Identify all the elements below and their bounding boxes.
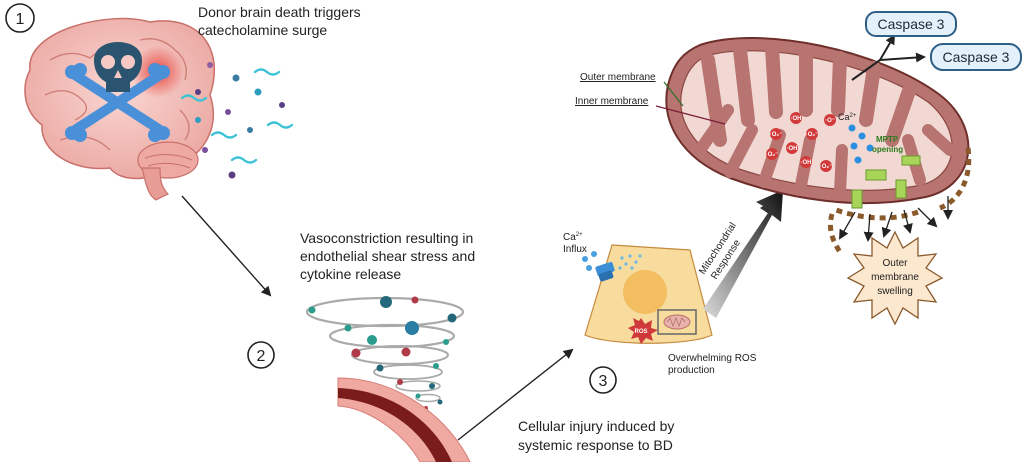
- svg-text:3: 3: [599, 373, 608, 390]
- svg-text:·OH: ·OH: [791, 116, 802, 122]
- step3-caption-line2: systemic response to BD: [518, 437, 673, 453]
- mitochondrion-illustration: [665, 37, 970, 205]
- caspase-arrows: [851, 34, 926, 81]
- step3-caption-line1: Cellular injury induced by: [518, 418, 674, 434]
- step2-caption-line2: endothelial shear stress and: [300, 248, 475, 264]
- svg-text:·O₂⁻: ·O₂⁻: [820, 164, 833, 170]
- svg-text:Ca2+: Ca2+: [563, 232, 583, 243]
- arrow-step2-to-step3: [457, 348, 574, 441]
- mito-calcium-ions: Ca2+: [838, 112, 874, 164]
- ruptured-membrane-dashes: [827, 147, 972, 254]
- svg-text:Influx: Influx: [563, 244, 587, 255]
- step2-number-badge: 2: [247, 341, 275, 369]
- svg-text:1: 1: [16, 11, 25, 28]
- caspase-3-badge-upper: Caspase 3: [865, 11, 957, 37]
- svg-text:swelling: swelling: [877, 286, 913, 297]
- ros-burst-badge: ROS: [628, 318, 658, 344]
- svg-text:Caspase 3: Caspase 3: [943, 49, 1010, 65]
- step1-caption-line1: Donor brain death triggers: [198, 4, 361, 20]
- skull-crossbones-icon: [65, 42, 170, 142]
- svg-text:membrane: membrane: [871, 272, 919, 283]
- cytokine-storm-illustration: [305, 296, 465, 410]
- svg-text:Ca2+: Ca2+: [838, 112, 857, 122]
- ros-production-line2: production: [668, 365, 715, 376]
- step1-caption-line2: catecholamine surge: [198, 22, 327, 38]
- svg-text:·O₂⁻: ·O₂⁻: [770, 132, 783, 138]
- step2-caption-line3: cytokine release: [300, 266, 401, 282]
- step1-number-badge: 1: [5, 3, 35, 33]
- ca-influx-label: Ca2+ Influx: [563, 232, 587, 255]
- step2-caption-line1: Vasoconstriction resulting in: [300, 230, 473, 246]
- svg-text:·O⁻: ·O⁻: [825, 118, 835, 124]
- reactive-oxygen-radicals: ·O₂⁻ ·OH ·O₂⁻ ·O⁻ ·O₂⁻ ·OH ·O₂⁻ ·OH: [766, 112, 836, 172]
- step3-number-badge: 3: [589, 366, 617, 394]
- svg-text:·OH: ·OH: [801, 160, 812, 166]
- arrow-step1-to-step2: [181, 195, 272, 297]
- outer-membrane-label: Outer membrane: [580, 72, 656, 83]
- catecholamine-particles: [180, 62, 294, 179]
- mitochondrial-response-arrow: [703, 190, 783, 318]
- svg-text:ROS: ROS: [634, 329, 647, 335]
- svg-text:·O₂⁻: ·O₂⁻: [766, 152, 779, 158]
- ros-production-line1: Overwhelming ROS: [668, 353, 757, 364]
- calcium-channel-icon: [582, 251, 642, 282]
- mptp-label-line1: MPTP: [876, 135, 899, 144]
- leakage-arrows: [839, 196, 953, 242]
- caspase-3-badge-lower: Caspase 3: [930, 43, 1022, 71]
- mptp-channels: [851, 155, 921, 209]
- outer-membrane-pointer: [663, 81, 684, 107]
- inner-membrane-label: Inner membrane: [575, 96, 649, 107]
- injured-cell-illustration: [584, 244, 713, 344]
- svg-text:·O₂⁻: ·O₂⁻: [806, 132, 819, 138]
- outer-membrane-swelling-burst: Outer membrane swelling: [846, 230, 944, 326]
- svg-text:Outer: Outer: [882, 258, 908, 269]
- svg-text:2: 2: [257, 348, 266, 365]
- inner-membrane-pointer: [655, 105, 726, 125]
- svg-text:Caspase 3: Caspase 3: [878, 16, 945, 32]
- svg-text:·OH: ·OH: [787, 146, 798, 152]
- mptp-label-line2: opening: [872, 145, 903, 154]
